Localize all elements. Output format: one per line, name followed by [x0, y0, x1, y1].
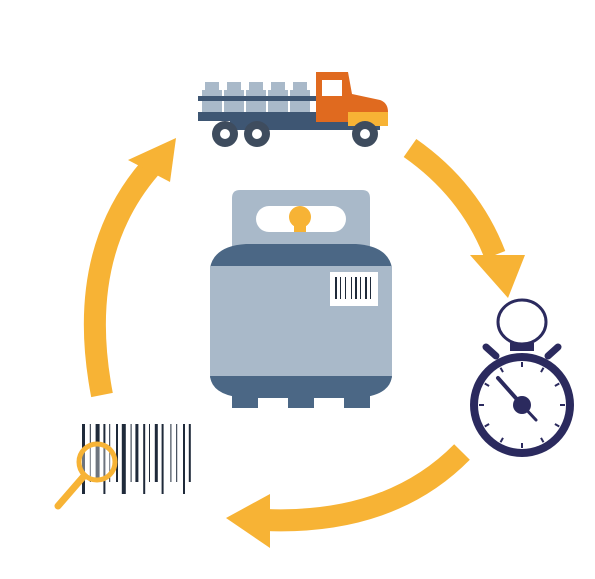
truck-wheels [212, 121, 378, 147]
stopwatch-icon [470, 298, 574, 457]
cylinder-barcode-label [330, 272, 378, 306]
barcode-scanner-icon [54, 424, 191, 510]
delivery-truck-icon [198, 72, 388, 147]
gas-cylinder-icon [210, 190, 392, 408]
magnifier-icon [54, 441, 118, 510]
cycle-arrows [83, 138, 525, 548]
arrow-stopwatch-to-barcode [226, 444, 470, 548]
arrow-barcode-to-truck [83, 138, 176, 398]
arrow-truck-to-stopwatch [403, 138, 525, 298]
